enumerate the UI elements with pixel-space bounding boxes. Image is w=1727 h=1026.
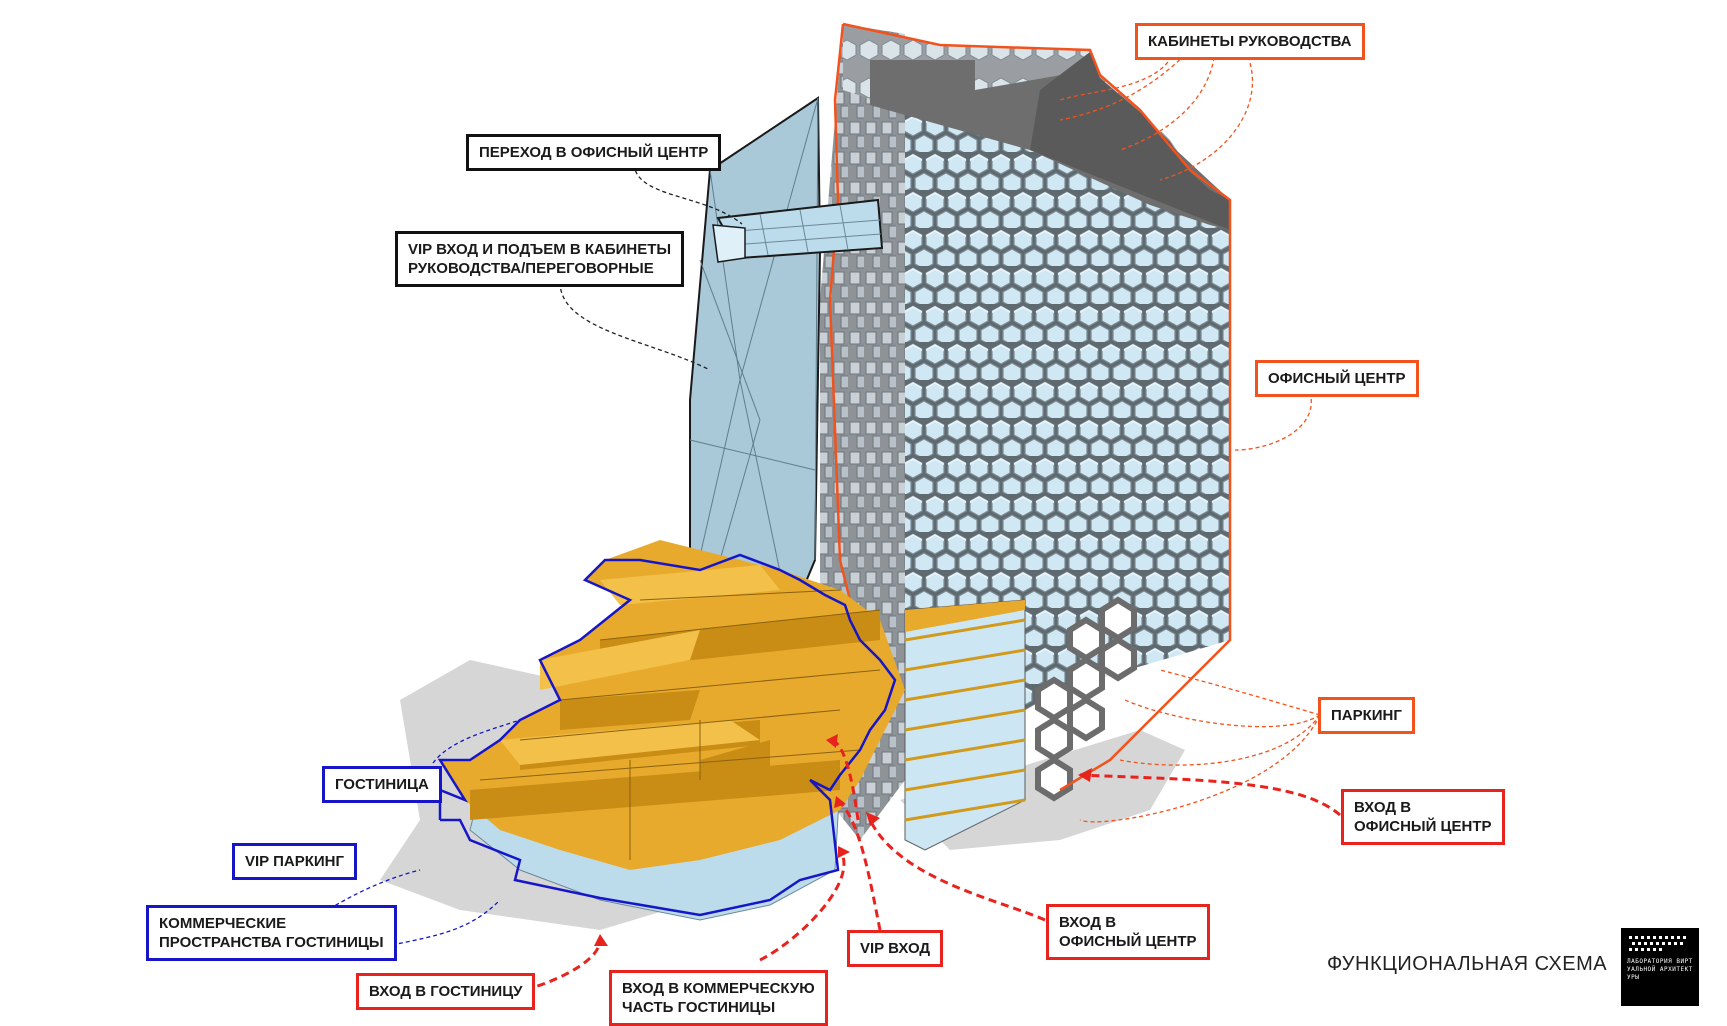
label-vip-entrance: VIP ВХОД И ПОДЪЕМ В КАБИНЕТЫ РУКОВОДСТВА…	[395, 231, 685, 287]
label-commercial-entry: ВХОД В КОММЕРЧЕСКУЮ ЧАСТЬ ГОСТИНИЦЫ	[609, 970, 828, 1026]
label-vip-parking: VIP ПАРКИНГ	[232, 843, 357, 880]
label-vip-entry: VIP ВХОД	[847, 930, 944, 967]
label-office-center: ОФИСНЫЙ ЦЕНТР	[1255, 360, 1419, 397]
logo-text: ЛАБОРАТОРИЯ ВИРТУАЛЬНОЙ АРХИТЕКТУРЫ	[1627, 958, 1693, 981]
lab-logo: ЛАБОРАТОРИЯ ВИРТУАЛЬНОЙ АРХИТЕКТУРЫ	[1621, 928, 1699, 1006]
vip-shaft	[689, 96, 822, 622]
label-office-entrance-bottom-line1: ВХОД В	[1059, 914, 1117, 931]
logo-dots-icon	[1629, 936, 1686, 951]
office-tower-outline	[842, 22, 1232, 792]
label-commercial-spaces-line1: КОММЕРЧЕСКИЕ	[159, 915, 287, 932]
label-office-entrance-right-line2: ОФИСНЫЙ ЦЕНТР	[1354, 818, 1492, 835]
label-commercial-spaces: КОММЕРЧЕСКИЕ ПРОСТРАНСТВА ГОСТИНИЦЫ	[146, 905, 397, 961]
label-office-entrance-bottom: ВХОД В ОФИСНЫЙ ЦЕНТР	[1046, 904, 1210, 960]
label-commercial-entry-line2: ЧАСТЬ ГОСТИНИЦЫ	[622, 999, 776, 1016]
label-commercial-entry-line1: ВХОД В КОММЕРЧЕСКУЮ	[622, 980, 815, 997]
label-transition: ПЕРЕХОД В ОФИСНЫЙ ЦЕНТР	[466, 134, 722, 171]
label-office-entrance-right: ВХОД В ОФИСНЫЙ ЦЕНТР	[1341, 789, 1505, 845]
label-office-entrance-right-line1: ВХОД В	[1354, 799, 1412, 816]
label-vip-entrance-line1: VIP ВХОД И ПОДЪЕМ В КАБИНЕТЫ	[408, 241, 672, 258]
label-office-entrance-bottom-line2: ОФИСНЫЙ ЦЕНТР	[1059, 933, 1197, 950]
hotel-outline	[437, 553, 897, 917]
label-hotel-entry: ВХОД В ГОСТИНИЦУ	[356, 973, 536, 1010]
diagram-caption: ФУНКЦИОНАЛЬНАЯ СХЕМА	[1327, 953, 1608, 975]
label-parking: ПАРКИНГ	[1318, 697, 1415, 734]
label-commercial-spaces-line2: ПРОСТРАНСТВА ГОСТИНИЦЫ	[159, 934, 384, 951]
label-vip-entrance-line2: РУКОВОДСТВА/ПЕРЕГОВОРНЫЕ	[408, 260, 654, 277]
label-executive-offices: КАБИНЕТЫ РУКОВОДСТВА	[1135, 23, 1365, 60]
label-hotel: ГОСТИНИЦА	[322, 766, 442, 803]
